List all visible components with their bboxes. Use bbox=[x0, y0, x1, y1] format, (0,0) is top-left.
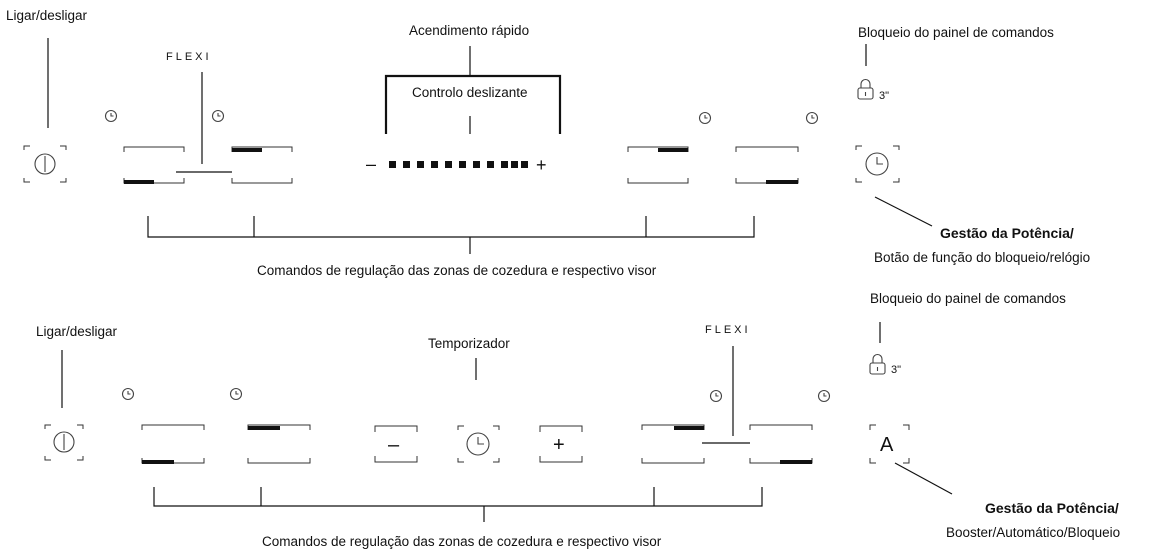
bottom-timer-button[interactable] bbox=[457, 425, 500, 463]
top-label-lock: Bloqueio do painel de comandos bbox=[858, 25, 1054, 40]
bottom-label-flexi: FLEXI bbox=[705, 324, 751, 336]
bottom-lock-time: 3" bbox=[891, 364, 901, 376]
bottom-zone-4-display[interactable] bbox=[749, 424, 813, 464]
bottom-timer-minus-button[interactable]: – bbox=[374, 425, 418, 463]
timer-small-icon bbox=[211, 109, 225, 123]
clock-icon bbox=[466, 432, 490, 456]
top-power-mgmt-title: Gestão da Potência/ bbox=[940, 225, 1074, 241]
bottom-auto-button[interactable]: A bbox=[869, 424, 910, 464]
power-icon bbox=[53, 431, 75, 453]
bottom-timer-plus-button[interactable]: + bbox=[539, 425, 583, 463]
top-label-on-off: Ligar/desligar bbox=[6, 8, 88, 23]
bottom-zone-3-display[interactable] bbox=[641, 424, 705, 464]
top-zone-1-display[interactable] bbox=[123, 146, 185, 184]
power-icon bbox=[34, 153, 56, 175]
top-zone-3-display[interactable] bbox=[627, 146, 689, 184]
bottom-power-mgmt-title: Gestão da Potência/ bbox=[985, 500, 1119, 516]
top-zone-4-display[interactable] bbox=[735, 146, 799, 184]
bottom-label-on-off: Ligar/desligar bbox=[36, 324, 118, 339]
bottom-label-timer: Temporizador bbox=[428, 336, 510, 351]
top-label-quick-ignition: Acendimento rápido bbox=[409, 23, 529, 38]
timer-small-icon bbox=[104, 109, 118, 123]
top-slider-plus[interactable]: + bbox=[536, 155, 547, 175]
lock-icon bbox=[869, 353, 886, 375]
bottom-timer-plus-label: + bbox=[553, 434, 565, 456]
timer-small-icon bbox=[817, 389, 831, 403]
bottom-power-button[interactable] bbox=[44, 424, 84, 461]
top-label-slider: Controlo deslizante bbox=[412, 85, 528, 100]
bottom-auto-label: A bbox=[880, 434, 894, 456]
top-label-flexi: FLEXI bbox=[166, 51, 212, 63]
top-clock-button[interactable] bbox=[855, 145, 900, 183]
bottom-zone-2-display[interactable] bbox=[247, 424, 311, 464]
top-slider-minus[interactable]: – bbox=[366, 154, 376, 174]
top-power-button[interactable] bbox=[23, 145, 67, 183]
timer-small-icon bbox=[709, 389, 723, 403]
timer-small-icon bbox=[121, 387, 135, 401]
lock-icon bbox=[857, 78, 874, 100]
bottom-zones-caption: Comandos de regulação das zonas de cozed… bbox=[262, 534, 662, 549]
bottom-timer-minus-label: – bbox=[388, 434, 400, 456]
bottom-zone-1-display[interactable] bbox=[141, 424, 205, 464]
bottom-label-lock: Bloqueio do painel de comandos bbox=[870, 291, 1066, 306]
timer-small-icon bbox=[805, 111, 819, 125]
timer-small-icon bbox=[229, 387, 243, 401]
top-zone-2-display[interactable] bbox=[231, 146, 293, 184]
bottom-power-mgmt-sub: Booster/Automático/Bloqueio bbox=[946, 525, 1120, 540]
top-lock-time: 3" bbox=[879, 90, 889, 102]
top-zones-caption: Comandos de regulação das zonas de cozed… bbox=[257, 263, 657, 278]
top-power-mgmt-sub: Botão de função do bloqueio/relógio bbox=[874, 250, 1090, 265]
clock-icon bbox=[865, 152, 889, 176]
timer-small-icon bbox=[698, 111, 712, 125]
top-slider-control[interactable]: – + bbox=[366, 154, 547, 175]
